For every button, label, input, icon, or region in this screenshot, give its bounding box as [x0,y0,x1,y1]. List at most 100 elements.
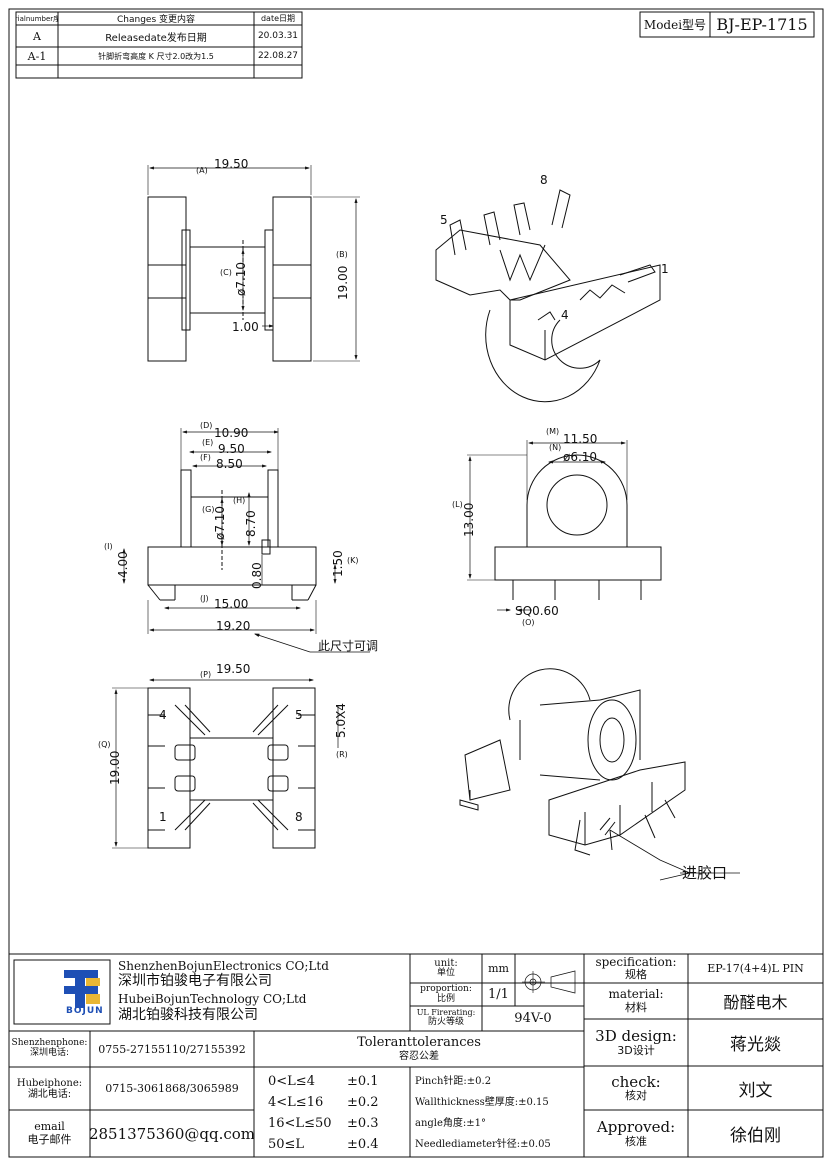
spec-value: EP-17(4+4)L PIN [707,962,804,975]
dim-tag-p: (P) [200,670,212,679]
dim-tag-f: (F) [200,453,211,462]
rev-header-date: date日期 [260,14,296,23]
side-view [124,428,370,653]
proportion-label: proportion: [420,983,472,994]
rev-row-serial: A-1 [27,49,47,63]
ul-label: UL Firerating: [416,1008,476,1018]
dim-m: 11.50 [563,432,598,446]
pin-label: 5 [295,708,303,722]
check-label: check: [611,1072,661,1091]
proportion-label-cell: proportion: 比例 [410,983,482,1006]
bojun-logo [64,970,100,1008]
injection-gate-label: 进胶口 [682,864,728,882]
spec-tolerance: angle角度:±1° [415,1118,487,1129]
approved-label-cn: 核准 [625,1134,647,1148]
bottom-view [112,680,339,849]
contact-label-cn: 电子邮件 [27,1132,72,1146]
company-cn-1: 深圳市铂骏电子有限公司 [118,973,272,989]
contact-label-cn: 深圳电话: [29,1048,70,1058]
unit-value: mm [488,962,509,975]
spec-tolerances: Pinch针距:±0.2 Wallthickness壁厚度:±0.15 angl… [415,1071,551,1155]
dim-total: 19.20 [216,619,251,633]
dim-l: 13.00 [462,502,476,537]
proportion-label-cn: 比例 [436,993,455,1004]
logo-text: BOJUN [66,1006,104,1016]
dim-k: 1.50 [331,550,345,577]
dim-g: ø7.10 [213,505,227,540]
unit-label: unit: [434,958,458,970]
pin-label: 1 [661,262,669,276]
tolerance-value: ±0.2 [347,1095,379,1110]
dim-j: 15.00 [214,597,249,611]
dim-p: 19.50 [216,662,251,676]
design-value: 蒋光燚 [730,1035,781,1055]
check-label-cn: 核对 [625,1089,647,1103]
rev-row-change: 针脚折弯高度 K 尺寸2.0改为1.5 [98,51,214,61]
ul-label-cn: 防火等级 [427,1016,464,1027]
dim-tag-g: (G) [202,505,215,514]
contact-label-cell: Hubeiphone: 湖北电话: [9,1067,90,1110]
rev-header-changes: Changes 变更内容 [116,15,195,25]
dim-tag-l: (L) [452,500,463,509]
design-label-cn: 3D设计 [617,1043,655,1057]
top-view [147,165,360,362]
dim-b: 19.00 [336,265,350,300]
dim-tag-o: (O) [522,618,535,627]
dim-tag-n: (N) [549,443,562,452]
front-view [467,440,662,610]
contact-value: 0715-3061868/3065989 [105,1082,239,1095]
tolerance-title: Toleranttolerances [357,1035,481,1051]
material-label-cn: 材料 [625,1000,647,1014]
iso-view-2 [459,668,740,881]
approved-value: 徐伯刚 [730,1126,781,1146]
dim-tag-m: (M) [546,427,560,436]
contact-label: email [34,1120,65,1134]
dim-tag-i: (I) [104,542,113,551]
tolerance-header-cell: Toleranttolerances 容忍公差 [254,1031,584,1067]
material-label-cell: material: 材料 [584,983,688,1019]
company-en-1: ShenzhenBojunElectronics CO;Ltd [118,959,329,973]
spec-tolerance: Needlediameter针径:±0.05 [415,1139,551,1150]
contact-label-cell: email 电子邮件 [9,1110,90,1157]
contact-value: 2851375360@qq.com [90,1124,254,1143]
tolerance-range: 0<L≤4 [268,1074,315,1089]
tolerance-value: ±0.1 [347,1074,379,1089]
tolerance-ranges: 0<L≤4 4<L≤16 16<L≤50 50≤L [268,1071,332,1155]
tolerance-range: 50≤L [268,1137,305,1152]
dim-tag-a: (A) [196,166,208,175]
revision-table-grid [15,11,303,79]
ul-value: 94V-0 [514,1011,552,1026]
proportion-value: 1/1 [488,987,509,1002]
pin-label: 8 [540,173,548,187]
tolerance-values: ±0.1 ±0.2 ±0.3 ±0.4 [347,1071,379,1155]
ul-label-cell: UL Firerating: 防火等级 [410,1006,482,1031]
dim-tag-d: (D) [200,421,213,430]
tolerance-range: 4<L≤16 [268,1095,324,1110]
tolerance-value: ±0.3 [347,1116,379,1131]
dim-tag-j: (J) [200,594,209,603]
dim-tag-r: (R) [336,750,348,759]
spec-tolerance: Wallthickness壁厚度:±0.15 [415,1097,549,1108]
iso-view-1 [435,189,661,403]
rev-header-serial: serialnumber序号 [16,14,58,23]
design-label-cell: 3D design: 3D设计 [584,1019,688,1066]
pin-label: 1 [159,810,167,824]
spec-label-cn: 规格 [625,968,647,982]
tolerance-range: 16<L≤50 [268,1116,332,1131]
dim-a: 19.50 [214,157,249,171]
dim-tag-q: (Q) [98,740,111,749]
approved-label-cell: Approved: 核准 [584,1110,688,1157]
dim-h: 8.70 [244,510,258,537]
dim-tag-k: (K) [347,556,359,565]
dim-i: 4.00 [116,551,130,578]
contact-value: 0755-27155110/27155392 [98,1042,246,1056]
dim-tag-e: (E) [202,438,214,447]
contact-label: Shenzhenphone: [11,1038,88,1049]
dim-e: 9.50 [218,442,245,456]
dim-c: ø7.10 [234,261,248,296]
design-label: 3D design: [595,1027,677,1046]
dim-thickness: 1.00 [232,320,259,334]
contact-label: Hubeiphone: [16,1077,83,1089]
dim-tag-h: (H) [233,496,246,505]
